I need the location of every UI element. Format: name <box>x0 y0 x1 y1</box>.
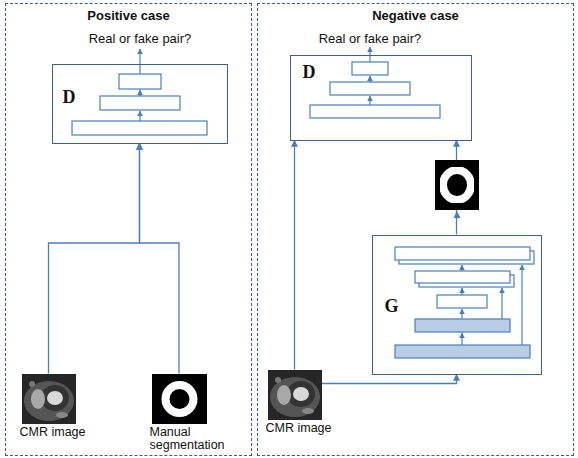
unet-layers <box>395 247 534 358</box>
image-ground <box>435 160 479 210</box>
right-ventricle <box>277 385 291 405</box>
layer-block <box>395 345 530 358</box>
cmr-picture <box>268 370 322 420</box>
layer-block <box>352 62 388 75</box>
output-label: Real or fake pair? <box>319 31 422 46</box>
layer-block <box>415 271 510 283</box>
tissue <box>24 381 74 421</box>
network-letter: G <box>385 296 399 317</box>
panel-title: Positive case <box>6 8 251 23</box>
generated-mask <box>435 160 479 218</box>
network-box: D <box>52 64 228 144</box>
layer-arrow <box>139 111 140 121</box>
network-letter: D <box>63 87 76 108</box>
network-layers <box>310 47 440 118</box>
case-panel: Positive caseDCMR imageManual segmentati… <box>5 3 252 456</box>
image-caption: CMR image <box>266 422 320 435</box>
layer-block <box>119 74 161 89</box>
network-layers <box>72 49 207 135</box>
layer-block <box>100 96 180 110</box>
blood-pool <box>293 387 309 401</box>
layer-arrow <box>461 265 462 271</box>
tissue <box>56 412 68 418</box>
image-caption: Manual segmentation <box>150 426 240 452</box>
case-panel: Negative caseD G CMR image <box>257 3 574 456</box>
tissue <box>29 381 35 387</box>
network-box: G <box>372 235 542 375</box>
tissue <box>275 377 281 383</box>
blood-pool <box>47 391 63 405</box>
image-ground <box>152 374 207 424</box>
arrow-head <box>454 211 461 218</box>
layer-arrow <box>139 90 140 96</box>
layer-block <box>395 247 530 260</box>
network-letter: D <box>303 62 316 83</box>
tissue <box>302 408 314 414</box>
image-caption: CMR image <box>20 426 74 439</box>
layer-arrow <box>461 309 462 319</box>
image-box: CMR image <box>22 374 76 424</box>
tissue <box>270 377 320 417</box>
flow-connector <box>140 144 180 374</box>
output-arrow <box>139 49 140 74</box>
layer-block <box>310 105 440 118</box>
image-box: Manual segmentation <box>152 374 207 424</box>
skip-connection <box>501 288 502 319</box>
image-ground <box>22 374 76 424</box>
cmr-picture <box>22 374 76 424</box>
layer-arrow <box>461 288 462 295</box>
layer-arrow <box>369 96 370 105</box>
flow-connector <box>49 144 140 374</box>
layer-arrow <box>369 76 370 82</box>
myocardium <box>287 381 315 407</box>
layer-arrow <box>461 333 462 345</box>
mask-ring <box>443 170 471 200</box>
right-ventricle <box>31 389 45 409</box>
output-label: Real or fake pair? <box>89 31 192 46</box>
layer-block <box>72 121 207 135</box>
network-box: D <box>290 55 472 141</box>
mask-picture <box>152 374 207 424</box>
flow-connector <box>294 141 295 370</box>
flow-connector <box>322 375 457 384</box>
skip-connection <box>521 265 522 345</box>
image-box: CMR image <box>268 370 322 420</box>
layer-block <box>415 319 510 332</box>
mask-ring <box>166 385 194 413</box>
image-ground <box>268 370 322 420</box>
panel-title: Negative case <box>258 8 573 23</box>
myocardium <box>41 385 69 411</box>
layer-block <box>330 82 410 95</box>
layer-block <box>437 295 487 308</box>
